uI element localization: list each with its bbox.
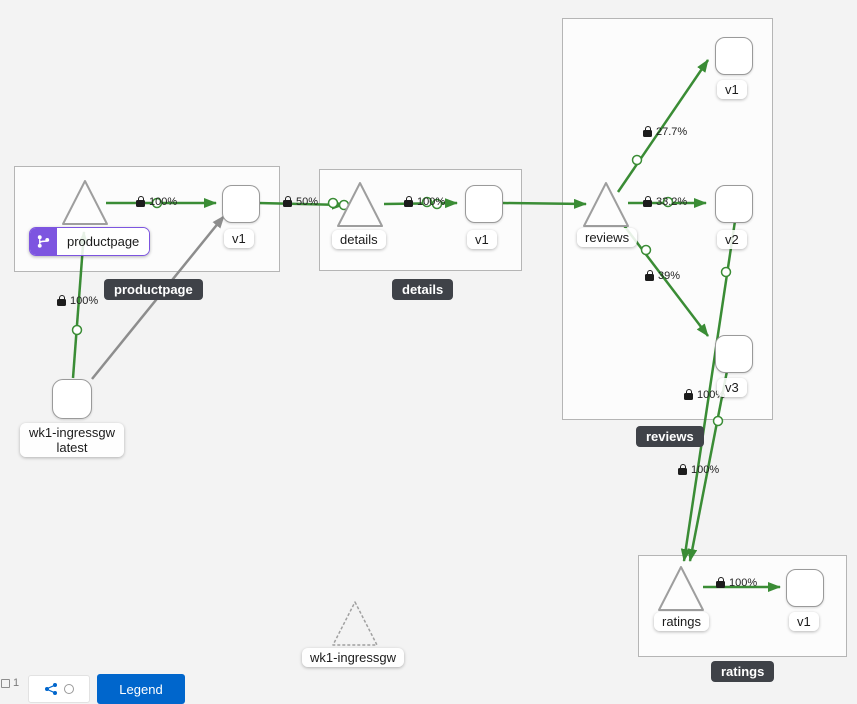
reviews-group-tooltip: reviews [636, 426, 704, 447]
edge-percent: 100% [149, 196, 178, 208]
legend-button-label: Legend [119, 681, 163, 697]
lock-icon [57, 295, 66, 306]
reviews-v2-label: v2 [717, 230, 747, 249]
lock-icon [404, 196, 413, 207]
edge-label-v3-ratings: 100% [678, 464, 719, 476]
circle-icon [64, 684, 74, 694]
edge-label-reviews-v1: 27.7% [643, 126, 687, 138]
ingressgw-workload-node[interactable] [52, 379, 92, 419]
details-v1-label: v1 [467, 230, 497, 249]
lock-icon [643, 126, 652, 137]
edge-percent: 100% [729, 577, 758, 589]
zoom-level-value: 1 [13, 677, 20, 689]
idle-ingressgw-service-node[interactable] [332, 601, 378, 646]
reviews-v2-node[interactable] [715, 185, 753, 223]
reviews-service-label: reviews [577, 228, 638, 247]
edge-label-reviews-v2: 33.2% [643, 196, 687, 208]
edge-percent: 39% [658, 270, 681, 282]
reviews-v1-node[interactable] [715, 37, 753, 75]
edge-ingress-to-productpage[interactable] [71, 231, 89, 379]
edge-label-v1-details: 50% [283, 196, 318, 208]
edge-percent: 100% [70, 295, 99, 307]
details-group-tooltip: details [392, 279, 454, 300]
details-v1-node[interactable] [465, 185, 503, 223]
edge-reviews-v3-to-ratings[interactable] [687, 370, 729, 562]
productpage-service-label-text: productpage [57, 228, 150, 255]
reviews-v3-label: v3 [717, 378, 747, 397]
edge-label-ingress-productpage: 100% [57, 295, 98, 307]
edge-reviews-to-v1[interactable] [616, 59, 710, 193]
productpage-v1-node[interactable] [222, 185, 260, 223]
edge-details-v1-to-reviews[interactable] [502, 198, 587, 209]
ratings-v1-label: v1 [789, 612, 819, 631]
edge-percent: 100% [691, 464, 720, 476]
code-branch-icon [37, 235, 50, 248]
virtual-service-badge [30, 228, 57, 255]
edge-percent: 50% [296, 196, 319, 208]
reviews-service-node[interactable] [583, 182, 629, 227]
lock-icon [684, 389, 693, 400]
edge-percent: 33.2% [656, 196, 688, 208]
ratings-service-label: ratings [654, 612, 710, 631]
zoom-level-indicator: 1 [1, 677, 19, 689]
graph-type-button[interactable] [28, 675, 90, 703]
ratings-v1-node[interactable] [786, 569, 824, 607]
details-service-label: details [332, 230, 386, 249]
traffic-dots [71, 154, 732, 427]
edge-percent: 100% [417, 196, 446, 208]
idle-ingressgw-label: wk1-ingressgw [302, 648, 404, 667]
lock-icon [643, 196, 652, 207]
edge-label-productpage-v1: 100% [136, 196, 177, 208]
ingressgw-name: wk1-ingressgw [29, 425, 115, 440]
lock-icon [645, 270, 654, 281]
productpage-service-label[interactable]: productpage [29, 227, 151, 256]
legend-button[interactable]: Legend [97, 674, 185, 704]
lock-icon [716, 577, 725, 588]
fit-icon [1, 678, 10, 688]
reviews-v3-node[interactable] [715, 335, 753, 373]
lock-icon [283, 196, 292, 207]
ratings-group-tooltip: ratings [711, 661, 775, 682]
ratings-service-node[interactable] [658, 566, 704, 611]
edge-reviews-v2-to-ratings[interactable] [680, 220, 737, 562]
details-service-node[interactable] [337, 182, 383, 227]
edge-label-details-v1: 100% [404, 196, 445, 208]
edge-label-ratings-v1: 100% [716, 577, 757, 589]
lock-icon [678, 464, 687, 475]
lock-icon [136, 196, 145, 207]
productpage-v1-label: v1 [224, 229, 254, 248]
edge-label-reviews-v3: 39% [645, 270, 680, 282]
edge-percent: 27.7% [656, 126, 688, 138]
productpage-service-node[interactable] [62, 180, 108, 225]
reviews-v1-label: v1 [717, 80, 747, 99]
graph-icon [45, 683, 57, 695]
ingressgw-workload-label: wk1-ingressgw latest [20, 423, 124, 457]
productpage-group-tooltip: productpage [104, 279, 203, 300]
edge-details-to-v1[interactable] [383, 198, 458, 209]
ingressgw-version: latest [56, 440, 88, 455]
